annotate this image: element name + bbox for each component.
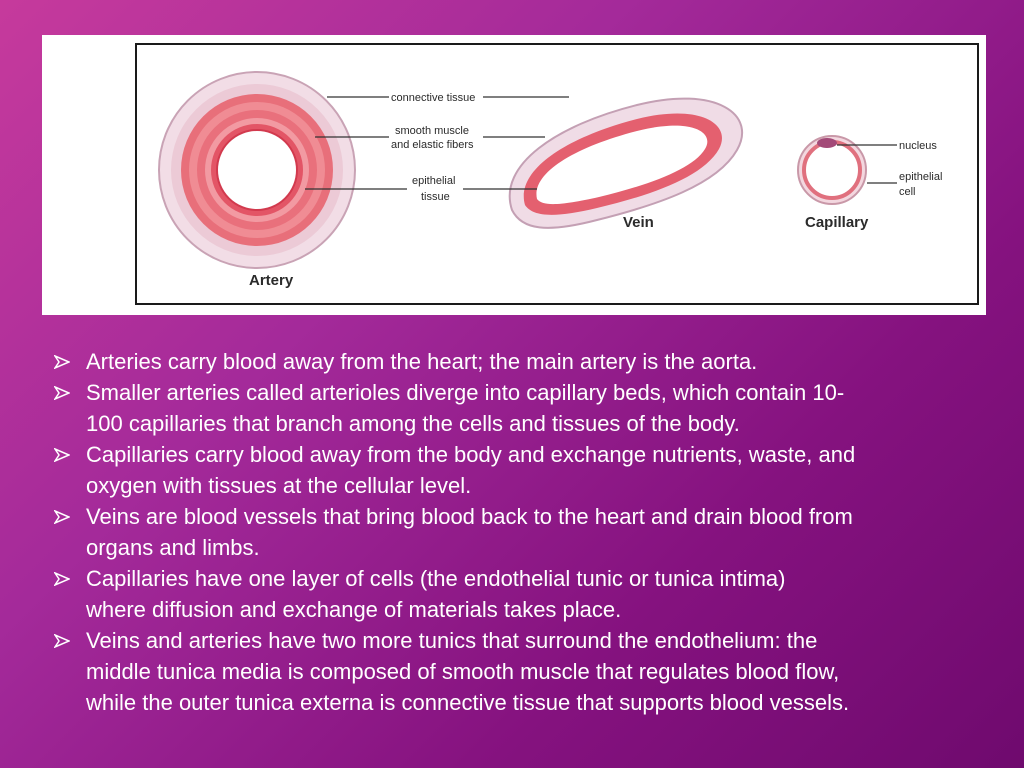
bullet-line: Smaller arteries called arterioles diver…	[86, 380, 845, 405]
vein-illustration	[508, 97, 743, 229]
arrow-bullet-icon	[54, 634, 70, 648]
label-smooth-muscle-1: smooth muscle	[395, 125, 469, 137]
bullet-line: organs and limbs.	[86, 535, 260, 560]
label-epithelial-cell-1: epithelial	[899, 171, 942, 183]
label-capillary: Capillary	[805, 214, 869, 231]
label-artery: Artery	[249, 272, 294, 289]
capillary-illustration	[797, 135, 867, 205]
bullet-item: Arteries carry blood away from the heart…	[54, 346, 994, 377]
bullet-line: Veins are blood vessels that bring blood…	[86, 504, 853, 529]
bullet-item: Smaller arteries called arterioles diver…	[54, 377, 994, 439]
bullet-line: while the outer tunica externa is connec…	[86, 690, 850, 715]
diagram-panel: connective tissue smooth muscle and elas…	[42, 35, 986, 315]
arrow-bullet-icon	[54, 510, 70, 524]
label-connective-tissue: connective tissue	[391, 92, 475, 104]
blood-vessel-diagram: connective tissue smooth muscle and elas…	[135, 43, 979, 305]
label-vein: Vein	[623, 214, 654, 231]
bullet-line: Veins and arteries have two more tunics …	[86, 628, 818, 653]
bullet-item: Capillaries have one layer of cells (the…	[54, 563, 994, 625]
bullet-line: Arteries carry blood away from the heart…	[86, 349, 758, 374]
bullet-line: where diffusion and exchange of material…	[86, 597, 622, 622]
bullet-line: middle tunica media is composed of smoot…	[86, 659, 840, 684]
label-epithelial-2: tissue	[421, 191, 450, 203]
bullet-item: Veins are blood vessels that bring blood…	[54, 501, 994, 563]
bullet-line: oxygen with tissues at the cellular leve…	[86, 473, 472, 498]
label-smooth-muscle-2: and elastic fibers	[391, 139, 474, 151]
bullet-item: Capillaries carry blood away from the bo…	[54, 439, 994, 501]
arrow-bullet-icon	[54, 448, 70, 462]
arrow-bullet-icon	[54, 355, 70, 369]
label-nucleus: nucleus	[899, 140, 937, 152]
bullet-line: 100 capillaries that branch among the ce…	[86, 411, 740, 436]
bullet-item: Veins and arteries have two more tunics …	[54, 625, 994, 718]
bullet-line: Capillaries carry blood away from the bo…	[86, 442, 856, 467]
bullet-list: Arteries carry blood away from the heart…	[54, 346, 994, 718]
artery-illustration	[158, 71, 356, 269]
leader-lines	[305, 96, 897, 190]
label-epithelial-1: epithelial	[412, 175, 455, 187]
bullet-line: Capillaries have one layer of cells (the…	[86, 566, 786, 591]
diagram-svg: connective tissue smooth muscle and elas…	[158, 71, 942, 289]
arrow-bullet-icon	[54, 386, 70, 400]
arrow-bullet-icon	[54, 572, 70, 586]
label-epithelial-cell-2: cell	[899, 186, 916, 198]
